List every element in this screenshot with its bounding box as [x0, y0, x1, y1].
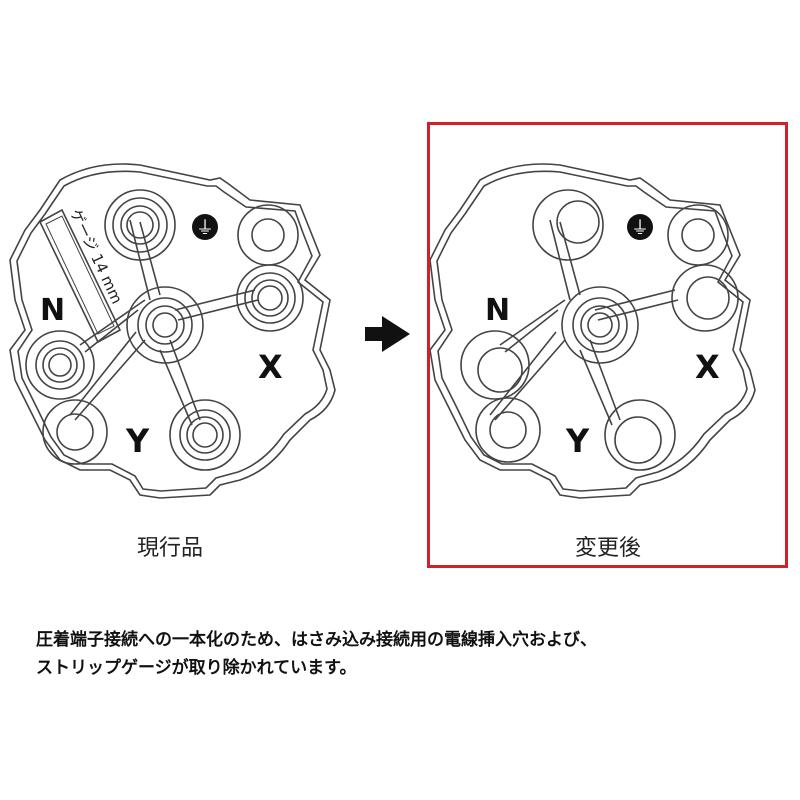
- caption-line-2: ストリップゲージが取り除かれています。: [36, 658, 357, 678]
- current-terminal-bottom: [169, 399, 241, 471]
- current-product-label: 現行品: [136, 536, 203, 561]
- svg-text:⏚: ⏚: [631, 218, 649, 239]
- current-terminal-right: [236, 264, 304, 332]
- after-product-label: 変更後: [574, 536, 641, 561]
- after-terminal-center: [561, 286, 639, 364]
- after-terminal-top: [532, 189, 604, 261]
- current-mark-n: N: [40, 293, 65, 328]
- after-mark-y: Y: [565, 422, 590, 460]
- after-ground-icon: ⏚: [627, 214, 653, 240]
- current-terminal-top-right: [237, 204, 299, 266]
- after-terminal-left: [460, 330, 530, 400]
- strip-gauge-label: ゲージ 14 mm: [66, 206, 126, 307]
- after-product-plate: [429, 163, 756, 499]
- after-mark-n: N: [485, 293, 510, 328]
- current-mark-x: X: [258, 348, 283, 386]
- current-terminal-bottom-left: [42, 399, 108, 465]
- current-terminal-left: [25, 330, 95, 400]
- current-ground-icon: ⏚: [192, 214, 218, 240]
- svg-text:⏚: ⏚: [196, 218, 214, 239]
- after-mark-x: X: [695, 348, 720, 386]
- caption-line-1: 圧着端子接続への一本化のため、はさみ込み接続用の電線挿入穴および、: [36, 630, 597, 650]
- current-terminal-center: [126, 286, 204, 364]
- after-terminal-bottom-left: [475, 397, 541, 463]
- current-terminal-top: [104, 189, 176, 261]
- current-mark-y: Y: [125, 422, 150, 460]
- after-highlight-frame: [427, 122, 788, 568]
- after-terminal-bottom: [604, 399, 676, 471]
- right-arrow-icon: [365, 316, 410, 352]
- after-terminal-right: [671, 264, 739, 332]
- change-description: 圧着端子接続への一本化のため、はさみ込み接続用の電線挿入穴および、 ストリップゲ…: [36, 626, 776, 682]
